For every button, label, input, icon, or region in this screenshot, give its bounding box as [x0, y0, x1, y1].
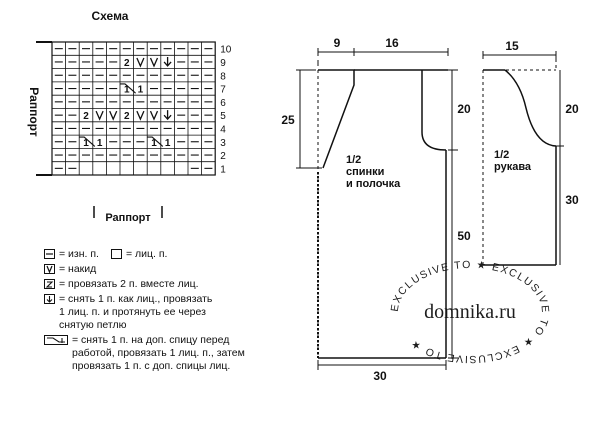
stitch-number: 2: [124, 111, 130, 122]
k2tog-symbol-icon: [44, 279, 55, 289]
row-number: 9: [220, 58, 226, 69]
row-number: 8: [220, 71, 226, 82]
yarn-over-icon: [136, 110, 145, 121]
yarn-over-icon: [109, 110, 118, 121]
scheme-title: Схема: [92, 9, 129, 23]
legend-k2tog: = провязать 2 п. вместе лиц.: [44, 278, 284, 291]
scheme-row-numbers: 10 9 8 7 6 5 4 3 2 1: [220, 45, 232, 176]
legend: = изн. п. = лиц. п. = накид = провязать …: [44, 248, 284, 375]
sleeve-dim-right-top: 20: [565, 102, 579, 116]
legend-yarn-over: = накид: [44, 263, 284, 276]
legend-skpo: = снять 1 п. как лиц., провязать 1 лиц. …: [44, 293, 284, 332]
row-number: 10: [220, 45, 232, 56]
legend-purl: = изн. п. = лиц. п.: [44, 248, 284, 261]
stitch-number: 1: [165, 138, 171, 149]
yarn-over-symbol-icon: [44, 264, 55, 274]
skpo-symbol-icon: [44, 294, 55, 304]
body-dim-left: 25: [281, 113, 295, 127]
stitch-number: 1: [138, 85, 144, 96]
watermark: EXCLUSIVE TO ★ EXCLUSIVE TO ★ EXCLUSIVE …: [389, 259, 550, 365]
row-number: 2: [220, 151, 226, 162]
row-number: 7: [220, 85, 226, 96]
watermark-site: domnika.ru: [424, 301, 516, 323]
cross-stitch-symbol-icon: [44, 335, 68, 345]
yarn-over-icon: [136, 57, 145, 68]
body-dim-top-right: 16: [385, 36, 399, 50]
body-dim-bottom: 30: [373, 369, 387, 383]
row-number: 4: [220, 124, 226, 135]
sleeve-dim-right-bottom: 30: [565, 193, 579, 207]
skpo-icon: [163, 110, 172, 121]
yarn-over-icon: [149, 110, 159, 121]
stitch-number: 1: [124, 85, 130, 96]
purl-symbol-icon: [44, 249, 55, 259]
knit-symbol-icon: [110, 249, 122, 259]
skpo-icon: [163, 56, 172, 67]
body-dim-right-top: 20: [457, 102, 471, 116]
row-number: 6: [220, 98, 226, 109]
stitch-number: 2: [124, 58, 130, 69]
body-dim-top-left: 9: [334, 36, 341, 50]
scheme-vertical-label: Раппорт: [27, 87, 41, 137]
stitch-number: 2: [83, 111, 89, 122]
yarn-over-icon: [95, 110, 104, 121]
yarn-over-icon: [149, 57, 159, 68]
row-number: 1: [220, 164, 226, 175]
stitch-number: 1: [97, 138, 103, 149]
legend-cross: = снять 1 п. на доп. спицу перед работой…: [44, 334, 284, 373]
stitch-number: 1: [83, 138, 89, 149]
scheme-bottom-label: Раппорт: [105, 212, 151, 224]
sleeve-dim-top: 15: [505, 39, 519, 53]
row-number: 3: [220, 138, 226, 149]
row-number: 5: [220, 111, 226, 122]
body-dim-right-bottom: 50: [457, 229, 471, 243]
stitch-number: 1: [151, 138, 157, 149]
